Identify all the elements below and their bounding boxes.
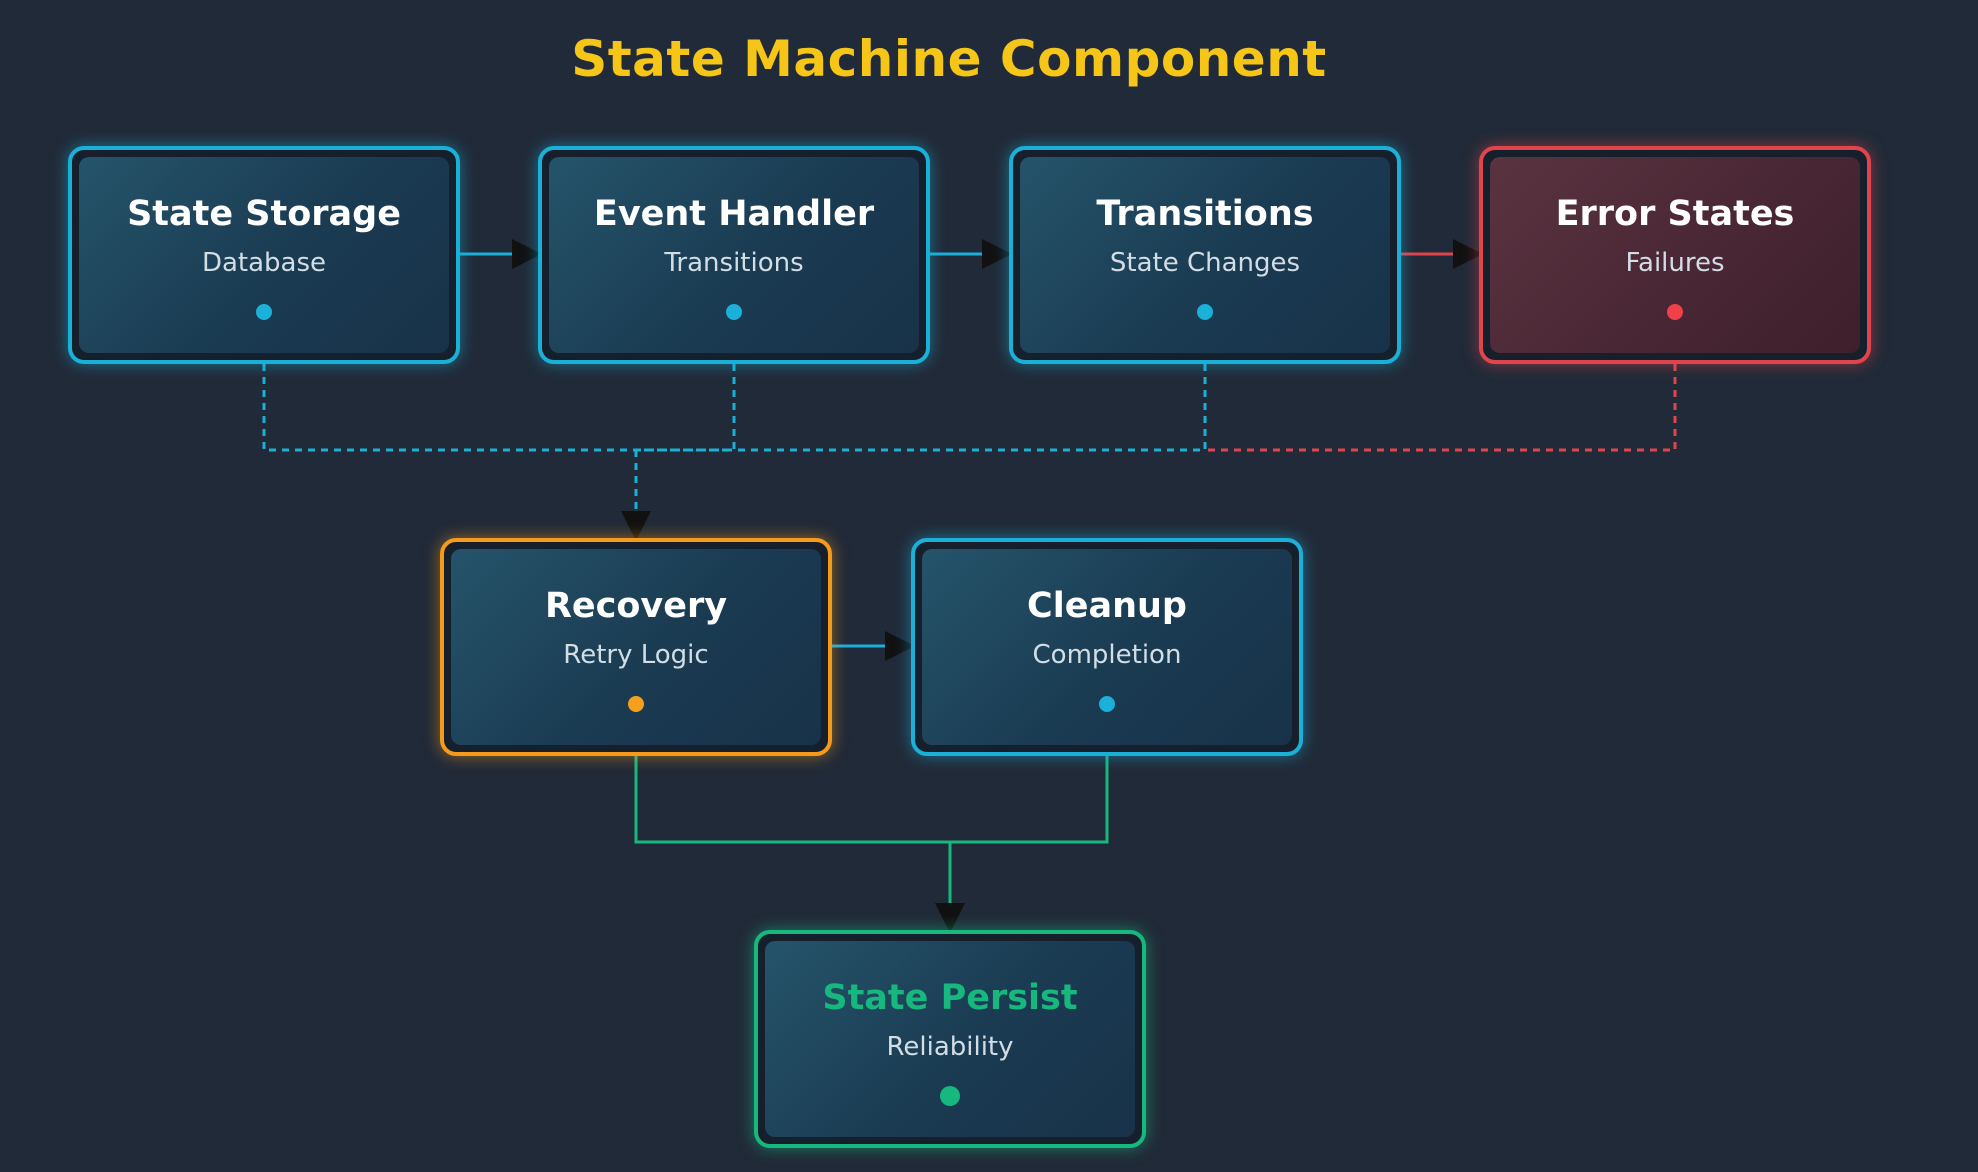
node-title: Recovery xyxy=(544,586,728,626)
node-transitions[interactable]: Transitions State Changes xyxy=(1009,146,1401,364)
status-dot xyxy=(628,696,644,712)
node-event-handler[interactable]: Event Handler Transitions xyxy=(538,146,930,364)
node-title: Event Handler xyxy=(593,194,875,234)
node-cleanup[interactable]: Cleanup Completion xyxy=(911,538,1303,756)
edge-handler-to-recovery xyxy=(636,364,736,452)
diagram-title: State Machine Component xyxy=(571,30,1327,88)
status-dot xyxy=(1667,304,1683,320)
node-panel xyxy=(451,549,821,745)
node-subtitle: Retry Logic xyxy=(563,640,709,670)
node-subtitle: Completion xyxy=(1032,640,1182,670)
node-panel xyxy=(922,549,1292,745)
node-subtitle: Reliability xyxy=(886,1032,1014,1062)
node-title: State Storage xyxy=(127,194,401,234)
status-dot xyxy=(256,304,272,320)
node-state-storage[interactable]: State Storage Database xyxy=(68,146,460,364)
edge-recovery-to-persist xyxy=(634,755,950,844)
node-state-persist[interactable]: State Persist Reliability xyxy=(754,930,1146,1148)
status-dot xyxy=(726,304,742,320)
node-subtitle: Transitions xyxy=(664,248,804,278)
edge-storage-to-recovery xyxy=(262,364,636,452)
node-subtitle: Database xyxy=(201,248,327,278)
node-subtitle: Failures xyxy=(1625,248,1725,278)
node-subtitle: State Changes xyxy=(1109,248,1301,278)
edge-transitions-to-recovery xyxy=(636,364,1207,452)
node-recovery[interactable]: Recovery Retry Logic xyxy=(440,538,832,756)
status-dot xyxy=(1099,696,1115,712)
node-title: State Persist xyxy=(822,978,1078,1018)
node-error-states[interactable]: Error States Failures xyxy=(1479,146,1871,364)
edge-cleanup-to-persist xyxy=(950,755,1109,844)
node-title: Cleanup xyxy=(1027,586,1187,626)
node-panel xyxy=(1490,157,1860,353)
node-panel xyxy=(549,157,919,353)
node-panel xyxy=(79,157,449,353)
node-panel xyxy=(1020,157,1390,353)
status-dot xyxy=(1197,304,1213,320)
node-title: Error States xyxy=(1555,194,1795,234)
status-dot xyxy=(940,1086,960,1106)
edge-errors-to-recovery xyxy=(1205,364,1677,452)
node-title: Transitions xyxy=(1096,194,1314,234)
